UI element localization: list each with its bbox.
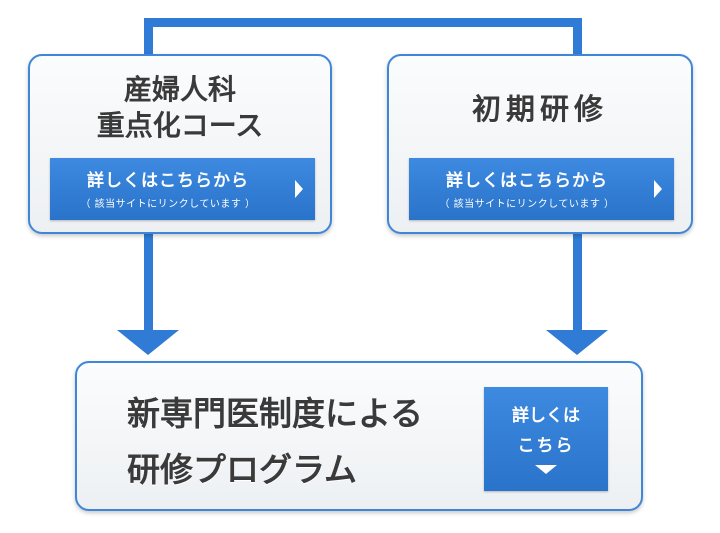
specialist-details-label-line1: 詳しくは <box>512 406 580 426</box>
initial-training-details-button[interactable]: 詳しくはこちらから （ 該当サイトにリンクしています ） <box>409 158 674 220</box>
specialist-program-title-line1: 新専門医制度による <box>127 394 424 433</box>
connector-top-horizontal <box>144 18 582 27</box>
connector-right-down-line <box>573 232 582 332</box>
chevron-right-icon <box>654 180 662 198</box>
connector-top-left-vertical <box>144 18 153 56</box>
connector-left-down-line <box>144 232 153 332</box>
arrow-down-left-icon <box>117 330 179 355</box>
initial-training-details-sublabel: （ 該当サイトにリンクしています ） <box>439 199 615 210</box>
specialist-program-card: 新専門医制度による 研修プログラム 詳しくは こちら <box>75 361 643 511</box>
initial-training-title: 初期研修 <box>471 92 608 126</box>
obgyn-details-label: 詳しくはこちらから <box>87 171 249 191</box>
obgyn-details-button[interactable]: 詳しくはこちらから （ 該当サイトにリンクしています ） <box>50 158 315 220</box>
chevron-right-icon <box>295 180 303 198</box>
specialist-details-label-line2: こちら <box>517 436 575 456</box>
obgyn-course-title-line1: 産婦人科 <box>123 73 236 106</box>
obgyn-details-sublabel: （ 該当サイトにリンクしています ） <box>80 199 256 210</box>
obgyn-course-title: 産婦人科 重点化コース <box>30 72 330 144</box>
obgyn-course-card: 産婦人科 重点化コース 詳しくはこちらから （ 該当サイトにリンクしています ） <box>28 54 332 234</box>
obgyn-course-title-line2: 重点化コース <box>96 109 264 142</box>
connector-top-right-vertical <box>573 18 582 56</box>
initial-training-card: 初期研修 詳しくはこちらから （ 該当サイトにリンクしています ） <box>387 54 693 234</box>
chevron-down-icon <box>535 465 557 474</box>
specialist-program-title-line2: 研修プログラム <box>127 450 358 489</box>
arrow-down-right-icon <box>546 330 608 355</box>
specialist-program-details-button[interactable]: 詳しくは こちら <box>484 387 608 491</box>
initial-training-details-label: 詳しくはこちらから <box>446 171 608 191</box>
specialist-program-title: 新専門医制度による 研修プログラム <box>127 386 423 498</box>
